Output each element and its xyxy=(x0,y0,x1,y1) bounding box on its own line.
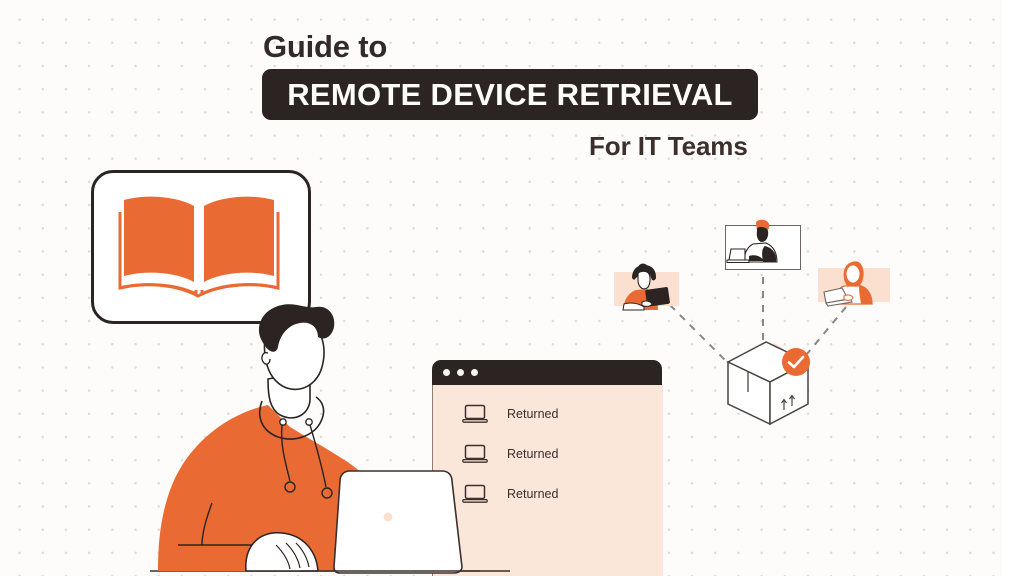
list-item[interactable]: Returned xyxy=(462,404,558,424)
person-with-laptop xyxy=(823,261,873,307)
headline-banner: REMOTE DEVICE RETRIEVAL xyxy=(262,69,758,120)
window-dot-minimize[interactable] xyxy=(457,369,464,376)
list-item-label: Returned xyxy=(507,407,559,421)
laptop-icon xyxy=(462,444,488,463)
window-dot-maximize[interactable] xyxy=(471,369,478,376)
right-white-band xyxy=(1002,0,1024,576)
check-circle-icon xyxy=(782,348,810,376)
device-list-window[interactable]: Returned Returned Returned xyxy=(432,360,663,576)
window-titlebar[interactable] xyxy=(432,360,662,385)
laptop-icon xyxy=(462,404,488,423)
list-item[interactable]: Returned xyxy=(462,444,558,464)
window-body xyxy=(432,385,663,576)
window-dot-close[interactable] xyxy=(443,369,450,376)
person-with-tablet xyxy=(622,263,670,311)
headline-prefix: Guide to xyxy=(263,29,388,64)
headline-main: REMOTE DEVICE RETRIEVAL xyxy=(287,76,733,112)
network-connectors xyxy=(669,277,847,364)
list-item-label: Returned xyxy=(507,487,559,501)
list-item[interactable]: Returned xyxy=(462,484,558,504)
open-book-icon xyxy=(118,196,280,298)
person-on-video-call xyxy=(726,219,778,263)
headline-subtitle: For IT Teams xyxy=(589,131,748,161)
person-at-laptop xyxy=(150,304,510,574)
list-item-label: Returned xyxy=(507,447,559,461)
laptop-icon xyxy=(462,484,488,503)
